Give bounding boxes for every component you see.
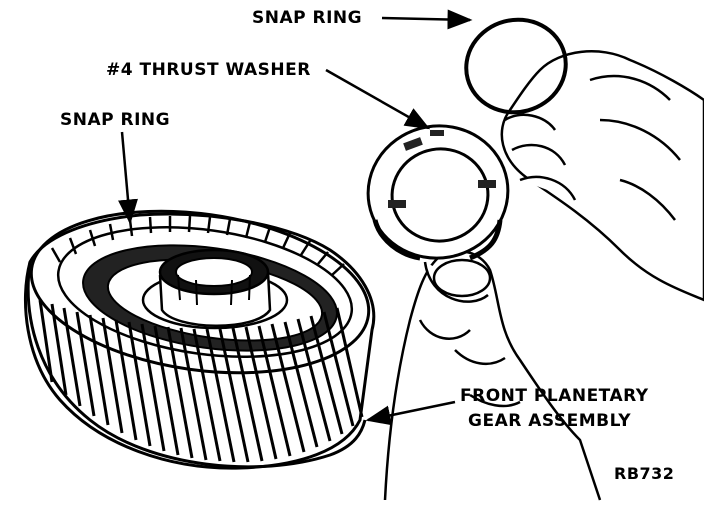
figure-code: RB732 [614,464,675,483]
snap-ring-top-part [464,17,568,115]
label-snap-ring-left: SNAP RING [60,110,171,130]
arrow-front-planetary [365,400,456,426]
planetary-gear-drum [23,209,376,470]
thrust-washer [366,124,510,261]
upper-hand [500,50,704,302]
lower-hand [383,250,602,501]
label-snap-ring-top: SNAP RING [252,8,363,28]
gear-teeth [38,299,364,463]
label-thrust-washer: #4 THRUST WASHER [106,60,311,80]
arrow-thrust-washer [325,68,431,130]
label-front-planetary-line2: GEAR ASSEMBLY [468,411,632,431]
rim-teeth [50,215,345,276]
leader-lines [118,9,473,426]
arrow-snap-ring-top [381,9,473,30]
thumbnail [432,258,492,298]
label-front-planetary-line1: FRONT PLANETARY [460,386,649,406]
arrow-snap-ring-left [118,131,138,225]
